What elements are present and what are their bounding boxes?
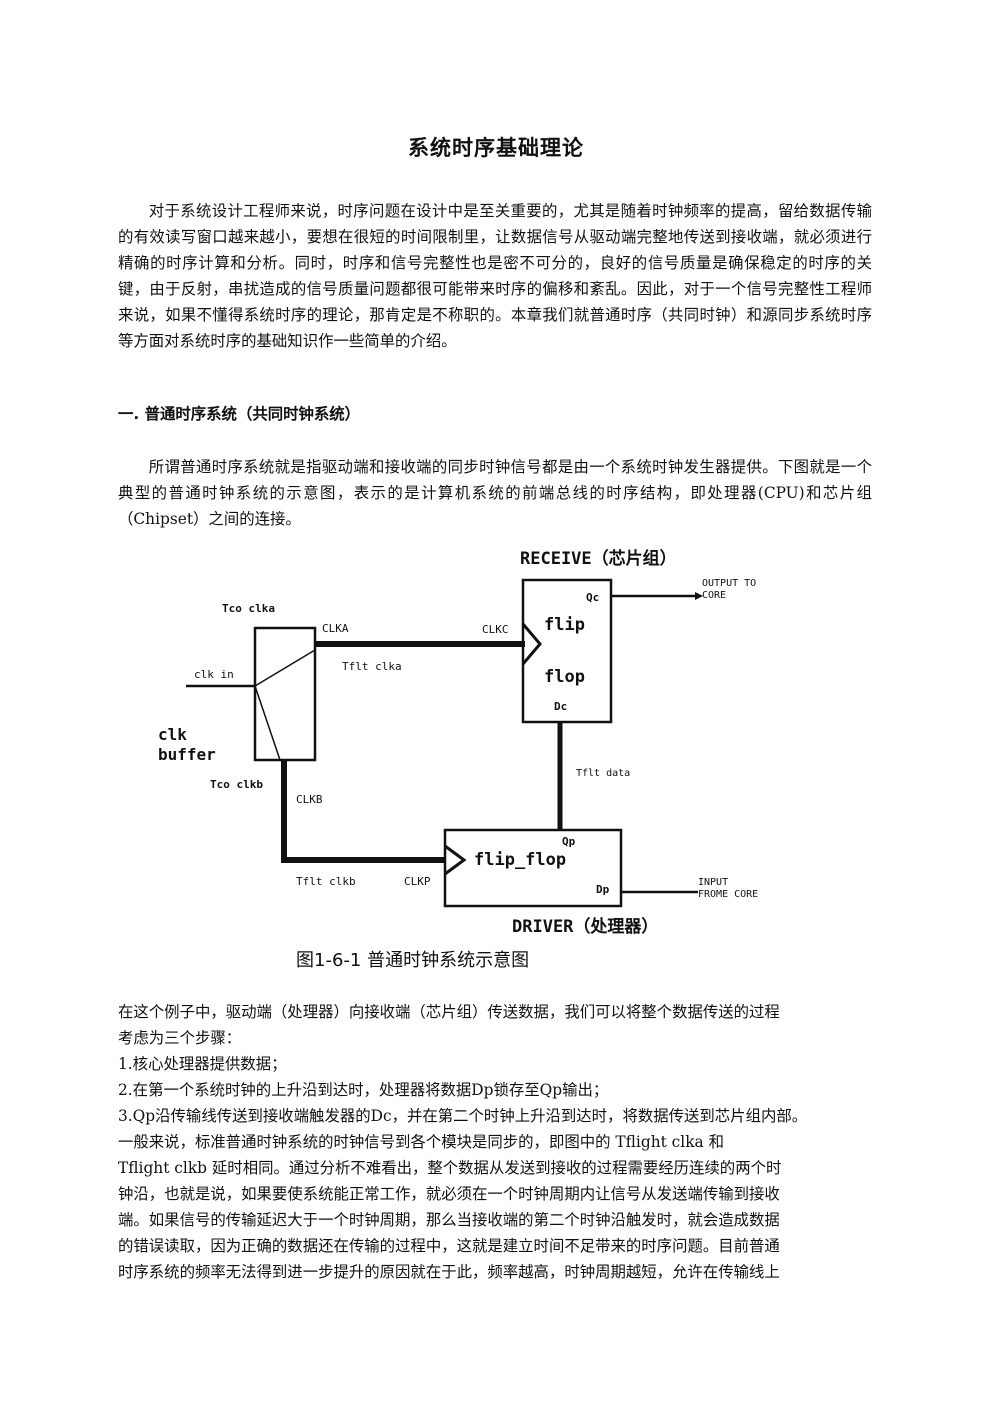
buffer-line-lower	[254, 685, 281, 761]
body-line: 2.在第一个系统时钟的上升沿到达时，处理器将数据Dp锁存至Qp输出；	[118, 1081, 609, 1099]
output-label-2: CORE	[702, 590, 726, 601]
qc-label: Qc	[586, 591, 599, 604]
section-heading: 一. 普通时序系统（共同时钟系统）	[118, 405, 361, 423]
dp-label: Dp	[596, 883, 610, 896]
clkc-label: CLKC	[482, 623, 509, 636]
input-label-2: FROME CORE	[698, 889, 758, 900]
body-line: 端。如果信号的传输延迟大于一个时钟周期，那么当接收端的第二个时钟沿触发时，就会造…	[118, 1211, 780, 1229]
qp-label: Qp	[562, 835, 576, 848]
flip-label: flip	[544, 615, 585, 635]
diagram-svg: RECEIVE（芯片组） Tco clka clk in clk buffer …	[158, 548, 758, 971]
body-line: 一般来说，标准普通时钟系统的时钟信号到各个模块是同步的，即图中的 Tflight…	[118, 1133, 725, 1151]
driver-flip-flop-box	[443, 828, 623, 908]
page-title: 系统时序基础理论	[408, 136, 584, 160]
clkb-label: CLKB	[296, 793, 323, 806]
clock-system-diagram: RECEIVE（芯片组） Tco clka clk in clk buffer …	[150, 540, 790, 980]
clkb-trace	[281, 760, 446, 863]
input-label-1: INPUT	[698, 877, 728, 888]
tflt-clkb-label: Tflt clkb	[296, 875, 356, 888]
tflt-clka-label: Tflt clka	[342, 660, 402, 673]
dc-label: Dc	[554, 700, 567, 713]
receiver-flip-flop-box	[521, 578, 613, 724]
clk-in-label: clk in	[194, 668, 234, 681]
clk-buffer-label-1: clk	[158, 725, 187, 744]
flip-flop-label: flip_flop	[474, 850, 566, 870]
figure-caption: 图1-6-1 普通时钟系统示意图	[296, 950, 529, 971]
body-line: 1.核心处理器提供数据；	[118, 1055, 287, 1073]
tco-clka-label: Tco clka	[222, 602, 275, 615]
tflt-data-label: Tflt data	[576, 768, 630, 779]
body-line: 的错误读取，因为正确的数据还在传输的过程中，这就是建立时间不足带来的时序问题。目…	[118, 1237, 780, 1255]
buffer-line-upper	[254, 649, 316, 687]
clk-buffer-box	[253, 626, 317, 762]
clkp-label: CLKP	[404, 875, 431, 888]
receive-title: RECEIVE（芯片组）	[520, 548, 677, 569]
driver-clock-triangle	[444, 844, 467, 876]
flop-label: flop	[544, 667, 585, 687]
tco-clkb-label: Tco clkb	[210, 778, 263, 791]
body-line: 在这个例子中，驱动端（处理器）向接收端（芯片组）传送数据，我们可以将整个数据传送…	[118, 1003, 780, 1021]
body-line: 考虑为三个步骤：	[118, 1029, 242, 1047]
clk-buffer-label-2: buffer	[158, 745, 216, 764]
output-label-1: OUTPUT TO	[702, 578, 756, 589]
body-line: 钟沿，也就是说，如果要使系统能正常工作，就必须在一个时钟周期内让信号从发送端传输…	[118, 1185, 780, 1203]
receiver-clock-triangle	[521, 623, 542, 665]
body-line: 3.Qp沿传输线传送到接收端触发器的Dc，并在第二个时钟上升沿到达时，将数据传送…	[118, 1107, 808, 1125]
section-paragraph: 所谓普通时序系统就是指驱动端和接收端的同步时钟信号都是由一个系统时钟发生器提供。…	[118, 458, 872, 528]
body-line: Tflight clkb 延时相同。通过分析不难看出，整个数据从发送到接收的过程…	[118, 1159, 782, 1177]
intro-paragraph: 对于系统设计工程师来说，时序问题在设计中是至关重要的，尤其是随着时钟频率的提高，…	[118, 202, 872, 350]
driver-title: DRIVER（处理器）	[512, 916, 658, 937]
clka-label: CLKA	[322, 622, 349, 635]
body-line: 时序系统的频率无法得到进一步提升的原因就在于此，频率越高，时钟周期越短，允许在传…	[118, 1263, 780, 1281]
output-arrow	[695, 592, 703, 600]
